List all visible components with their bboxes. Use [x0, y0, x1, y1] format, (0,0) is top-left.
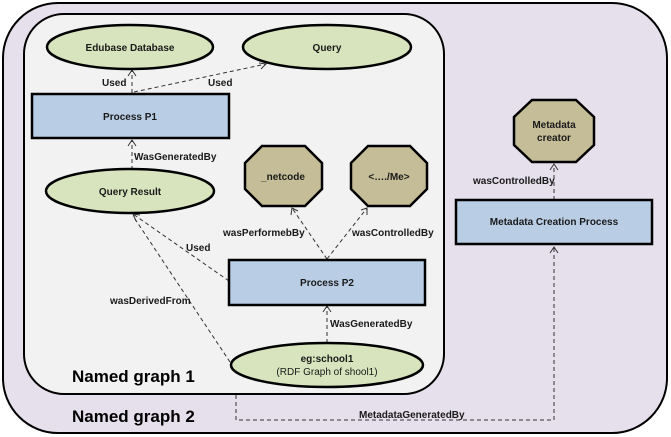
edge-label-wasderivedfrom: wasDerivedFrom: [109, 296, 191, 307]
node-label: Query Result: [99, 187, 162, 198]
node-label: Query: [313, 43, 342, 54]
node-me[interactable]: <…./Me>: [349, 144, 429, 208]
edge-queryresult-generated-by-p1: [127, 139, 137, 170]
edge-label-used-query: Used: [208, 78, 232, 89]
edge-label-metadatageneratedby: MetadataGeneratedBy: [359, 410, 465, 421]
edge-school1-derived-from-queryresult: [132, 215, 231, 363]
edge-label-used-queryresult: Used: [186, 243, 210, 254]
node-label: Edubase Database: [86, 43, 175, 54]
edge-p2-performed-by-netcode: [290, 207, 328, 260]
edge-label-used-edubase: Used: [102, 78, 126, 89]
named-graph-1-label: Named graph 1: [72, 367, 195, 386]
edge-label-wascontrolledby-me: wasControlledBy: [351, 228, 434, 239]
node-label-line1: Metadata: [532, 120, 576, 131]
node-label: Metadata Creation Process: [490, 217, 619, 228]
edge-p2-controlled-by-me: [326, 207, 368, 260]
node-label: _netcode: [260, 172, 305, 183]
node-process-p1[interactable]: Process P1: [30, 92, 231, 140]
node-label: Process P1: [103, 112, 157, 123]
node-query-result[interactable]: Query Result: [44, 167, 216, 215]
node-process-p2[interactable]: Process P2: [227, 258, 427, 307]
edge-label-wasgeneratedby-p2: WasGeneratedBy: [330, 319, 413, 330]
node-eg-school1[interactable]: eg:school1 (RDF Graph of shool1): [229, 341, 425, 389]
node-netcode[interactable]: _netcode: [243, 144, 324, 208]
node-label: Process P2: [300, 278, 354, 289]
node-label: <…./Me>: [368, 172, 409, 183]
node-label: eg:school1: [301, 354, 354, 365]
edge-label-wascontrolledby-creator: wasControlledBy: [472, 176, 555, 187]
edge-p1-used-query: [133, 62, 268, 93]
node-metadata-creator[interactable]: Metadata creator: [512, 98, 596, 164]
edge-label-wasgeneratedby-p1: WasGeneratedBy: [134, 152, 217, 163]
edge-mcp-controlled-by-creator: [549, 163, 559, 200]
named-graph-2-label: Named graph 2: [72, 407, 195, 426]
node-metadata-creation-process[interactable]: Metadata Creation Process: [454, 198, 654, 246]
node-query[interactable]: Query: [241, 23, 413, 71]
node-edubase-database[interactable]: Edubase Database: [45, 23, 215, 71]
edge-label-wasperformedby: wasPerformebBy: [222, 228, 305, 239]
edge-metadata-generated-by: [235, 246, 559, 421]
node-sublabel: (RDF Graph of shool1): [276, 367, 377, 378]
node-label-line2: creator: [537, 133, 571, 144]
